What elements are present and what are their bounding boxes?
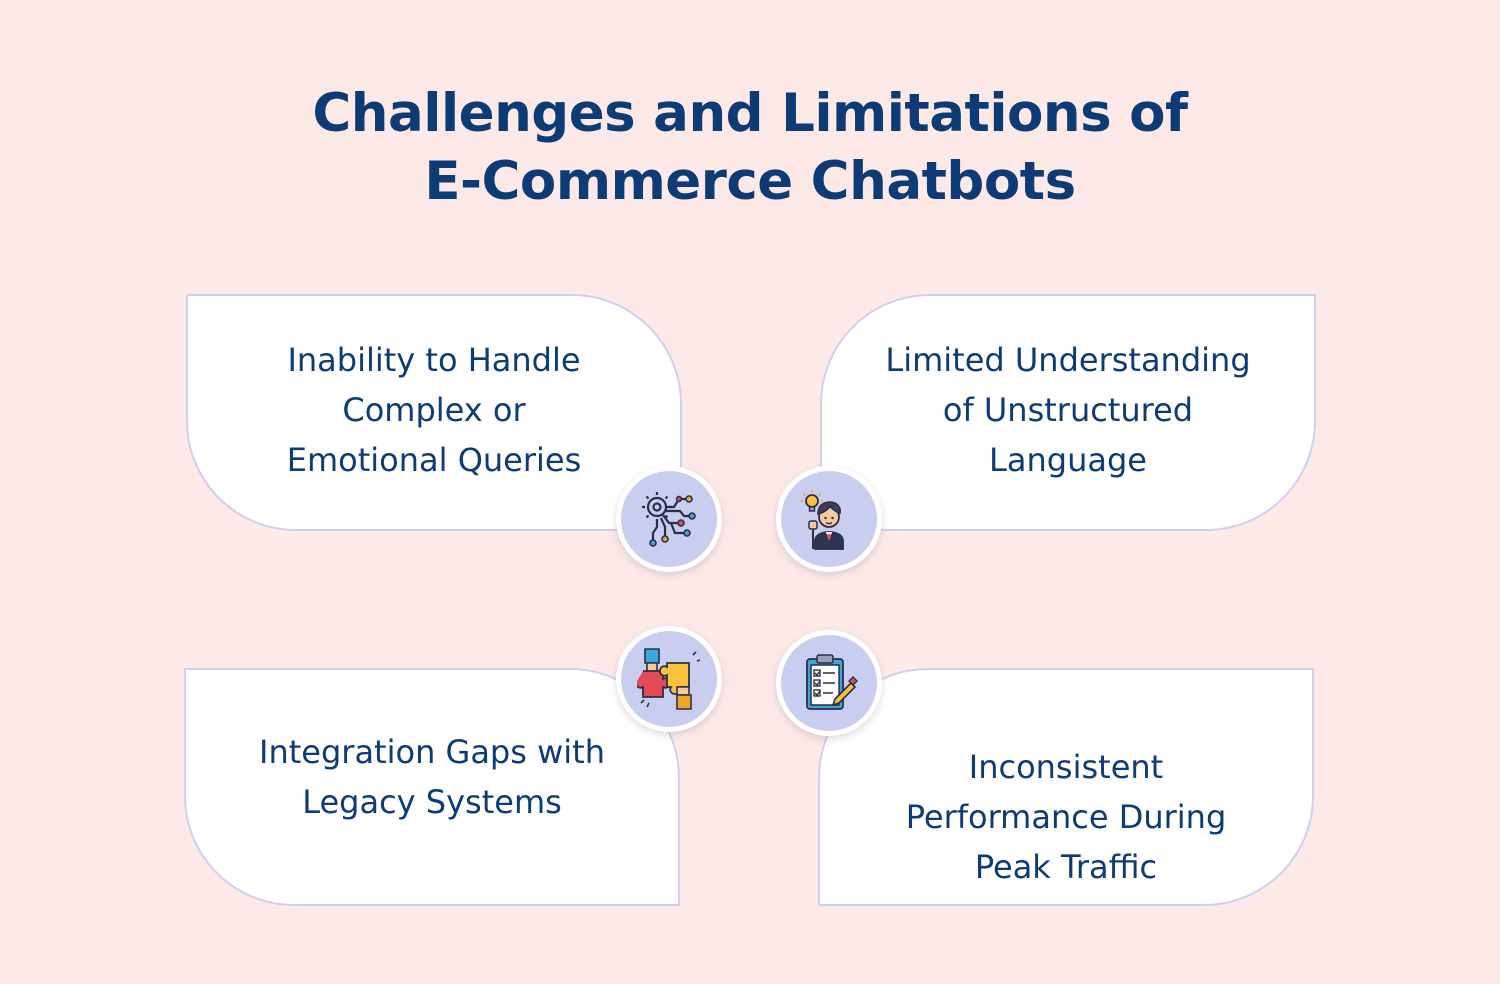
card-line: Language: [989, 440, 1147, 479]
card-line: of Unstructured: [942, 390, 1194, 429]
challenge-card-complex-queries: Inability to Handle Complex or Emotional…: [186, 294, 682, 531]
puzzle-hands-icon: [637, 648, 701, 710]
thinking-person-idea-icon: [801, 490, 844, 550]
challenge-card-text: Integration Gaps with Legacy Systems: [259, 727, 605, 827]
badge-puzzle-hands: [616, 626, 722, 732]
badge-clipboard-checklist: [776, 630, 882, 736]
card-line: Integration Gaps with: [259, 733, 605, 771]
challenge-card-unstructured-language: Limited Understanding of Unstructured La…: [820, 294, 1316, 531]
challenge-card-integration-gaps: Integration Gaps with Legacy Systems: [184, 668, 680, 906]
clipboard-checklist-icon: [806, 654, 858, 710]
challenge-card-text: Inability to Handle Complex or Emotional…: [287, 335, 582, 485]
card-line: Inability to Handle: [287, 340, 581, 379]
badge-thinking-person: [776, 466, 882, 572]
card-line: Legacy Systems: [302, 783, 562, 821]
title-line-2: E-Commerce Chatbots: [424, 151, 1076, 212]
card-line: Limited Understanding: [885, 340, 1251, 379]
title-line-1: Challenges and Limitations of: [312, 83, 1188, 144]
card-line: Complex or: [342, 390, 526, 429]
gear-circuit-icon: [642, 492, 696, 547]
challenge-card-text: Limited Understanding of Unstructured La…: [885, 335, 1250, 485]
badge-gear-circuit: [616, 466, 722, 572]
page-title: Challenges and Limitations of E-Commerce…: [0, 80, 1500, 216]
card-line: Inconsistent: [968, 748, 1164, 786]
challenge-card-text: Inconsistent Performance During Peak Tra…: [906, 742, 1227, 892]
challenge-card-peak-traffic: Inconsistent Performance During Peak Tra…: [818, 668, 1314, 906]
card-line: Peak Traffic: [974, 848, 1158, 886]
card-line: Emotional Queries: [286, 440, 582, 479]
card-line: Performance During: [905, 798, 1227, 836]
